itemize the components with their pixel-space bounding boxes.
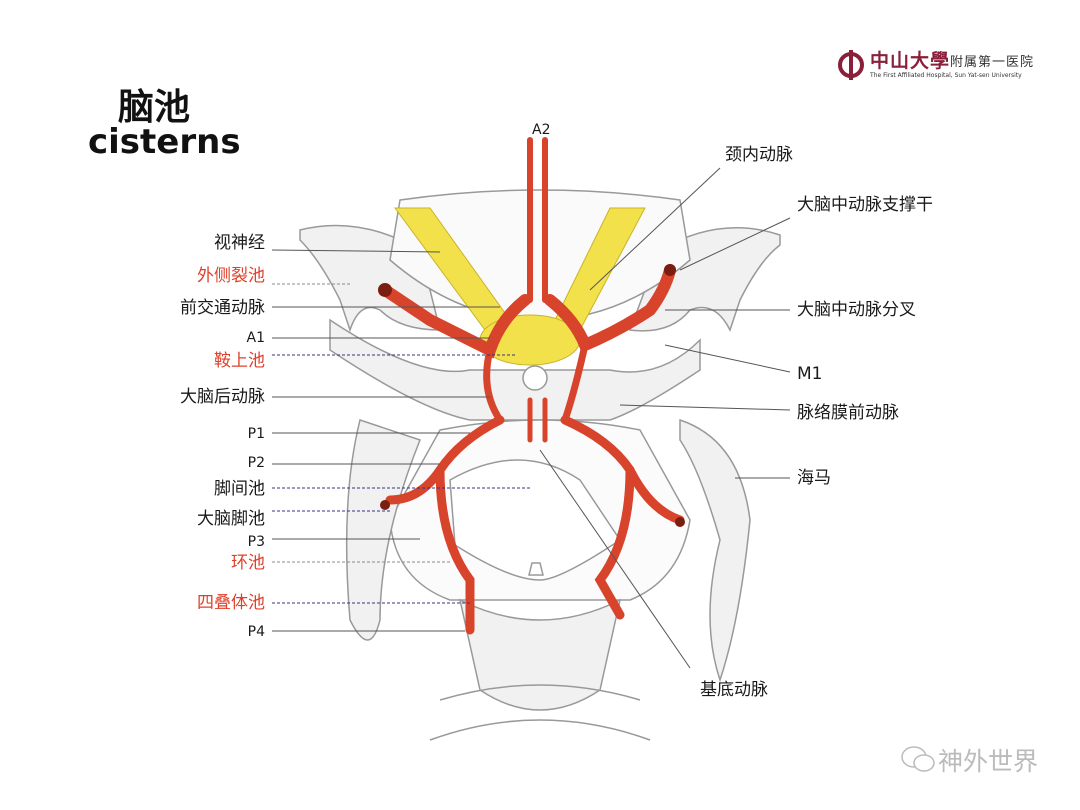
label-a1: A1	[246, 330, 265, 346]
label-sylvian-cistern: 外侧裂池	[197, 266, 265, 286]
label-interpeduncular-cistern: 脚间池	[214, 479, 265, 499]
leader-lines	[271, 167, 791, 669]
label-pca: 大脑后动脉	[180, 387, 265, 407]
label-optic-nerve: 视神经	[214, 233, 265, 253]
arteries	[378, 137, 685, 635]
watermark-text: 神外世界	[938, 747, 1039, 776]
watermark: 神外世界	[900, 742, 1038, 778]
label-quadrigeminal-cistern: 四叠体池	[197, 593, 265, 613]
label-mca-bifurcation: 大脑中动脉分叉	[797, 300, 916, 320]
logo-name-cn: 中山大學	[870, 50, 951, 72]
label-basilar-artery: 基底动脉	[700, 680, 768, 700]
logo-name-en: The First Affiliated Hospital, Sun Yat-s…	[870, 72, 1022, 79]
label-hippocampus: 海马	[797, 468, 831, 488]
label-ica: 颈内动脉	[725, 145, 793, 165]
label-acom: 前交通动脉	[180, 298, 265, 318]
label-p1: P1	[247, 426, 265, 442]
label-ambient-cistern: 环池	[231, 553, 265, 573]
title-english: cisterns	[88, 122, 241, 162]
label-p3: P3	[247, 534, 265, 550]
hospital-logo: 中山大學 附属第一医院 The First Affiliated Hospita…	[836, 46, 1046, 86]
label-p4: P4	[247, 624, 265, 640]
logo-emblem-icon	[838, 50, 864, 80]
label-crural-cistern: 大脑脚池	[197, 509, 265, 529]
brain-structures	[299, 189, 781, 741]
title-chinese: 脑池	[118, 87, 191, 128]
logo-sub-cn: 附属第一医院	[950, 55, 1035, 70]
label-acha: 脉络膜前动脉	[797, 403, 899, 423]
label-m1: M1	[797, 364, 823, 384]
label-a2: A2	[532, 122, 551, 138]
label-p2: P2	[247, 455, 265, 471]
label-suprasellar-cistern: 鞍上池	[214, 351, 265, 371]
label-mca-trunk: 大脑中动脉支撑干	[797, 195, 933, 215]
wechat-icon	[901, 746, 935, 772]
